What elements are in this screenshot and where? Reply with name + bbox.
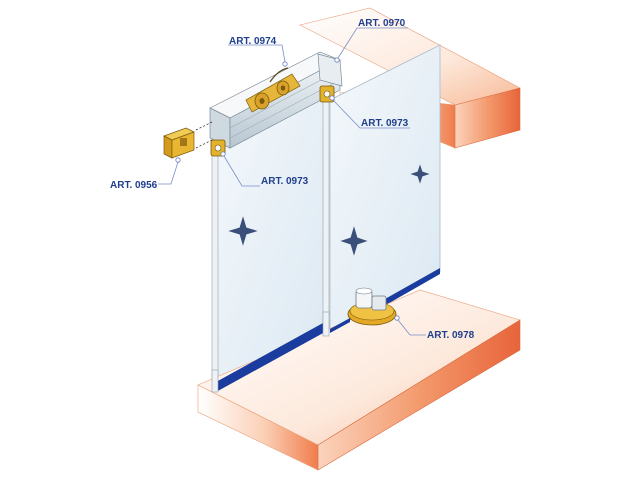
end-stop-cap bbox=[163, 127, 195, 159]
trolley-carriage bbox=[245, 67, 301, 113]
floor-slab bbox=[197, 289, 521, 471]
glass-sparkle-marks bbox=[228, 164, 430, 256]
leader-lines bbox=[158, 27, 426, 336]
floor-guide bbox=[330, 287, 397, 333]
label-art-0973-top: ART. 0973 bbox=[361, 118, 409, 129]
label-art-0978: ART. 0978 bbox=[427, 330, 475, 341]
label-art-0974: ART. 0974 bbox=[229, 36, 277, 47]
label-art-0956: ART. 0956 bbox=[110, 180, 158, 191]
label-art-0970: ART. 0970 bbox=[358, 18, 406, 29]
label-art-0973-left: ART. 0973 bbox=[261, 176, 309, 187]
